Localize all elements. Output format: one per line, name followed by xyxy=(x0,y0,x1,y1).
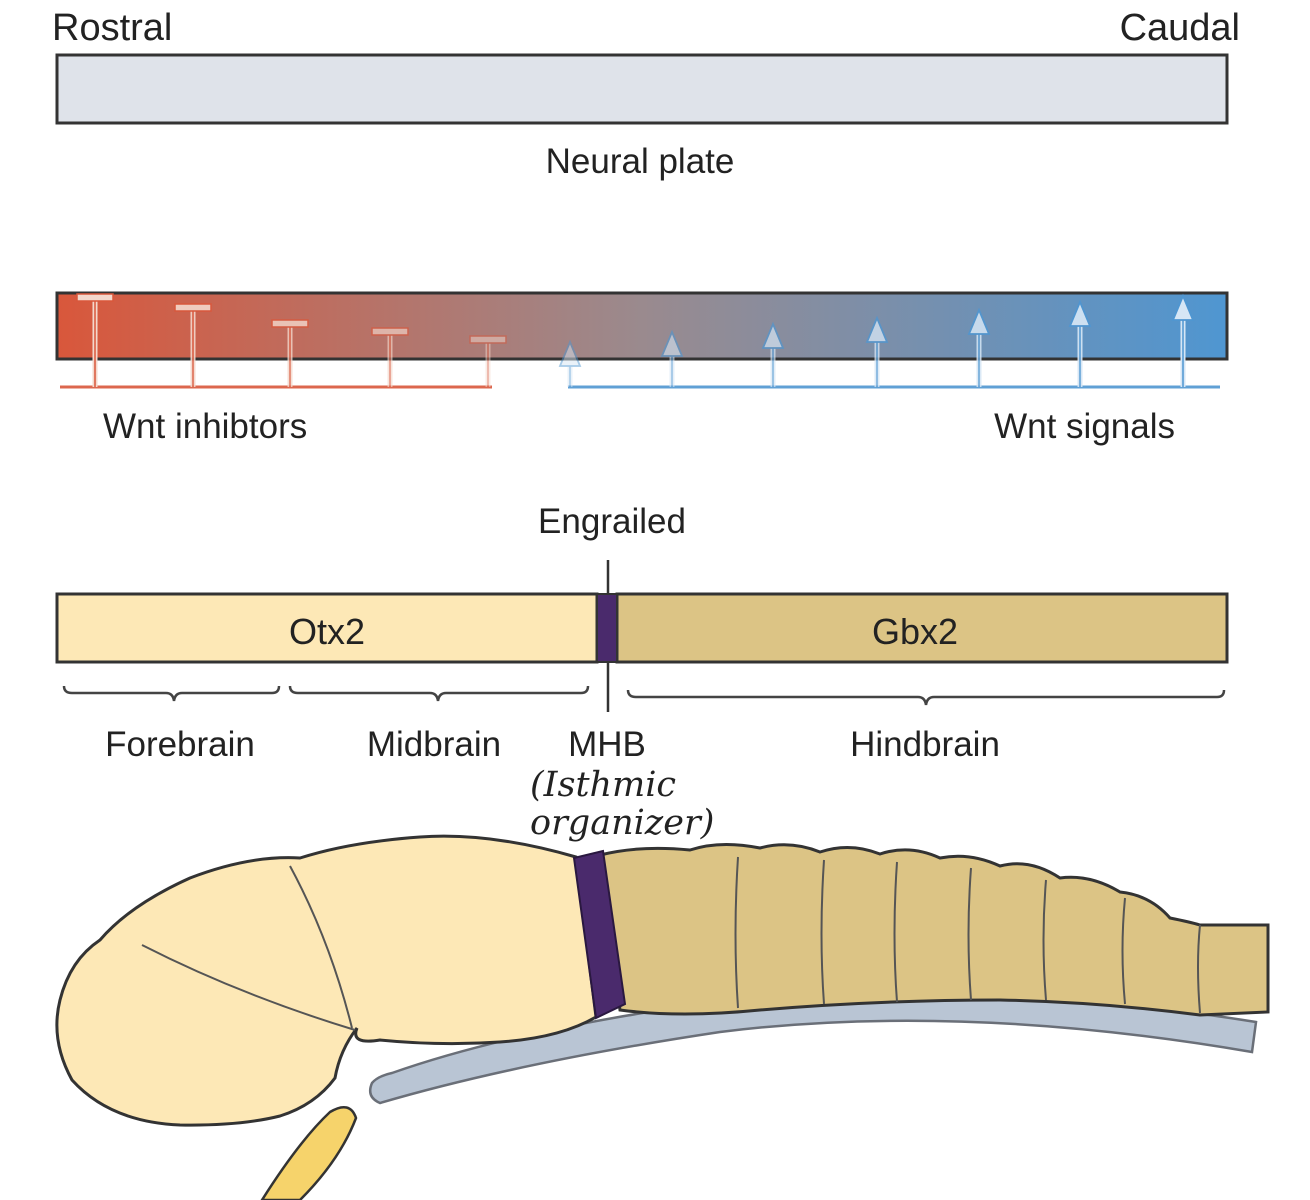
embryo-neural-tube xyxy=(55,834,1270,1200)
otx2-label: Otx2 xyxy=(289,611,365,652)
rhombomere-divider-6 xyxy=(1121,897,1126,1005)
wnt-inhibitors-label: Wnt inhibtors xyxy=(103,407,307,446)
midbrain-bracket xyxy=(288,685,590,702)
gbx2-domain xyxy=(615,592,1229,664)
yolk-structure xyxy=(260,1105,358,1200)
forebrain-division-line-1 xyxy=(141,944,356,1031)
inhibitor-cap xyxy=(174,303,212,312)
signal-arrow xyxy=(660,329,684,387)
signal-arrowhead xyxy=(761,321,785,349)
hindbrain-bracket xyxy=(626,689,1226,706)
midbrain-label: Midbrain xyxy=(367,725,501,764)
signal-arrow xyxy=(1171,293,1195,387)
forebrain-division-line-2 xyxy=(289,865,353,1029)
signal-arrowhead xyxy=(558,339,582,367)
wnt-signal-arrows xyxy=(558,293,1220,389)
inhibitor-cap xyxy=(371,327,409,336)
isthmic-organizer-label-line2: organizer) xyxy=(530,803,714,843)
rostral-label: Rostral xyxy=(52,7,172,49)
signal-arrowhead xyxy=(1068,299,1092,327)
inhibitor-t-bar xyxy=(76,293,114,387)
signal-arrowhead xyxy=(865,315,889,343)
inhibitor-cap xyxy=(469,335,507,344)
caudal-label: Caudal xyxy=(1120,7,1240,49)
inhibitor-t-bar xyxy=(271,319,309,387)
signal-arrow xyxy=(558,339,582,387)
rhombomere-divider-4 xyxy=(967,867,972,1001)
forebrain-bracket xyxy=(62,685,281,702)
rhombomere-divider-2 xyxy=(820,859,825,1005)
rhombomere-divider-3 xyxy=(893,861,898,1003)
wnt-gradient-bar xyxy=(55,291,1229,361)
inhibitor-cap xyxy=(76,293,114,302)
gbx2-label: Gbx2 xyxy=(872,611,958,652)
mhb-engrailed-band xyxy=(596,593,618,663)
forebrain-midbrain-region xyxy=(55,834,598,1127)
engrailed-label: Engrailed xyxy=(538,502,686,541)
rhombomere-divider-7 xyxy=(1197,924,1201,1014)
mhb-label: MHB xyxy=(568,725,646,764)
inhibitor-t-bar xyxy=(469,335,507,387)
forebrain-label: Forebrain xyxy=(105,725,255,764)
rhombomere-divider-1 xyxy=(734,856,739,1009)
wnt-inhibitor-symbols xyxy=(60,293,507,389)
wnt-signals-label: Wnt signals xyxy=(994,407,1175,446)
neural-plate-bar xyxy=(55,53,1229,125)
signal-arrowhead xyxy=(1171,293,1195,321)
signal-arrow xyxy=(761,321,785,387)
inhibitor-t-bar xyxy=(174,303,212,387)
signal-arrow xyxy=(967,307,991,387)
inhibitor-t-bar xyxy=(371,327,409,387)
inhibitor-cap xyxy=(271,319,309,328)
mhb-isthmic-band xyxy=(572,849,627,1020)
neural-plate-label: Neural plate xyxy=(546,142,735,181)
signal-arrow xyxy=(865,315,889,387)
otx2-domain xyxy=(55,592,599,664)
signal-arrow xyxy=(1068,299,1092,387)
hindbrain-label: Hindbrain xyxy=(850,725,1000,764)
hindbrain-region xyxy=(598,842,1270,1017)
signal-arrowhead xyxy=(660,329,684,357)
isthmic-organizer-label-line1: (Isthmic xyxy=(530,765,676,805)
signal-arrowhead xyxy=(967,307,991,335)
rhombomere-divider-5 xyxy=(1042,879,1047,1001)
